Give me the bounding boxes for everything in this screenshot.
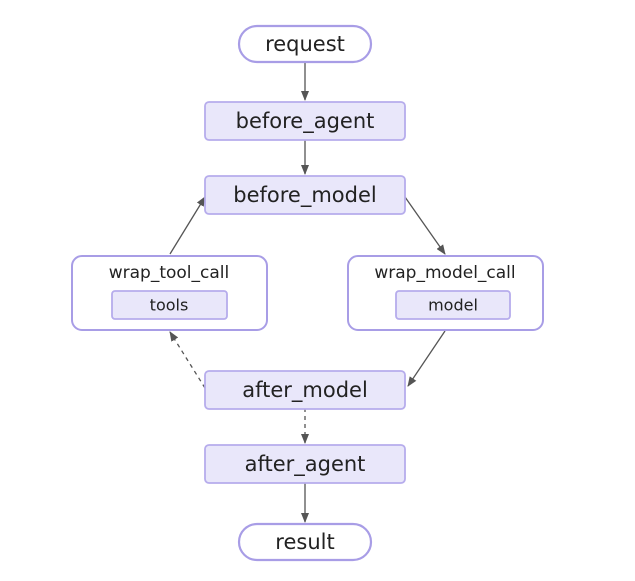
node-request-label: request xyxy=(265,32,345,56)
node-wrap-tool-call: wrap_tool_call tools xyxy=(71,255,268,331)
node-after-model-label: after_model xyxy=(242,378,368,403)
node-tools: tools xyxy=(111,290,228,320)
node-model: model xyxy=(395,290,511,320)
node-before-model-label: before_model xyxy=(233,183,376,208)
node-wrap-model-call: wrap_model_call model xyxy=(347,255,544,331)
node-result: result xyxy=(237,522,373,562)
node-after-model: after_model xyxy=(204,370,406,410)
node-before-model: before_model xyxy=(204,175,406,215)
node-wrap-model-call-label: wrap_model_call xyxy=(374,263,515,283)
node-before-agent: before_agent xyxy=(204,101,406,141)
node-result-label: result xyxy=(275,530,334,554)
edge-wrap-tool-call-to-before-model xyxy=(169,196,206,255)
edge-before-model-to-wrap-model-call xyxy=(404,196,446,255)
node-tools-label: tools xyxy=(150,296,189,315)
edges xyxy=(169,61,446,523)
node-model-label: model xyxy=(428,296,478,315)
node-after-agent: after_agent xyxy=(204,444,406,484)
node-after-agent-label: after_agent xyxy=(245,452,366,477)
edge-after-model-to-wrap-tool-call xyxy=(169,331,206,389)
node-before-agent-label: before_agent xyxy=(236,109,375,134)
node-request: request xyxy=(237,24,373,64)
edge-wrap-model-call-to-after-model xyxy=(407,330,446,387)
node-wrap-tool-call-label: wrap_tool_call xyxy=(109,263,230,283)
